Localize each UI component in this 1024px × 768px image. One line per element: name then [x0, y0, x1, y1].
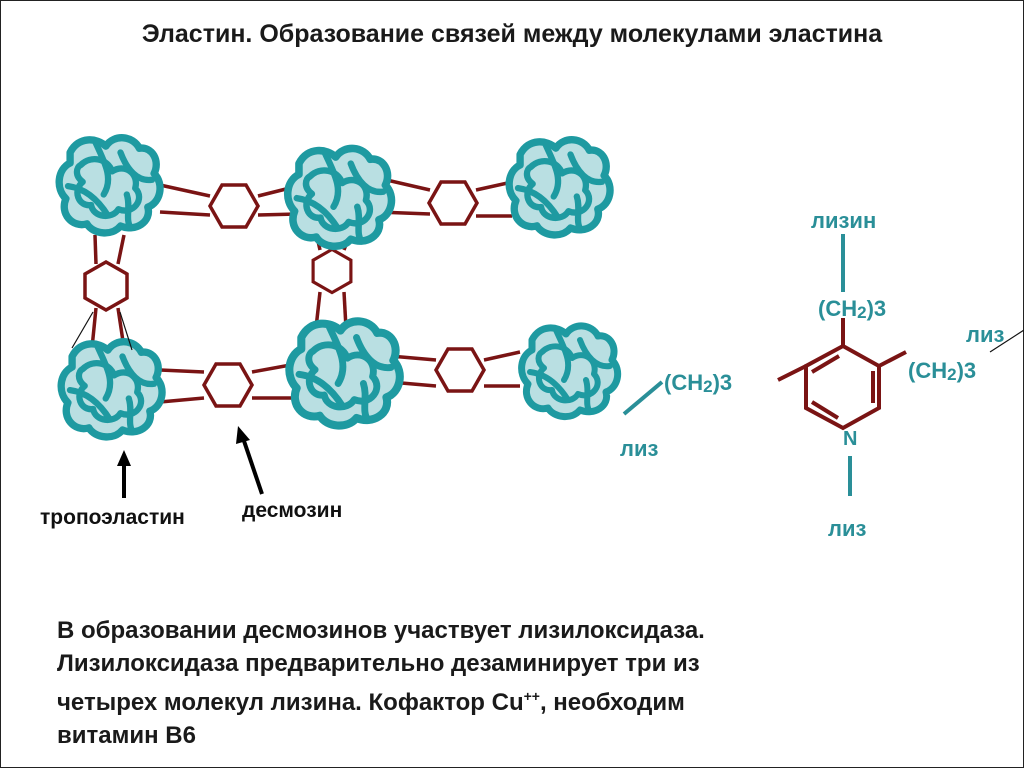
slide-title: Эластин. Образование связей между молеку…	[141, 20, 883, 48]
label-ch2-top: (CH2)3	[818, 296, 887, 322]
text-line-3: четырех молекул лизина. Кофактор Cu++, н…	[57, 688, 685, 716]
label-ch2-right: (CH2)3	[908, 358, 977, 384]
pyridinium-ring	[777, 318, 907, 431]
label-ch2-left: (CH2)3	[664, 370, 733, 396]
label-nitrogen: N	[843, 428, 858, 450]
desmosine-arrow	[236, 426, 264, 495]
explanation-text: В образовании десмозинов участвует лизил…	[57, 614, 957, 752]
label-lys-bottom: лиз	[828, 516, 867, 541]
text-line-4: витамин В6	[57, 722, 196, 749]
label-lys-left: лиз	[620, 436, 659, 461]
label-lys-right: лиз	[966, 322, 1005, 347]
structure-bonds	[622, 234, 852, 496]
label-lysine-top: лизин	[811, 208, 877, 233]
tropoelastin-arrow	[117, 450, 131, 498]
text-line-2: Лизилоксидаза предварительно дезаминируе…	[57, 650, 700, 677]
label-tropoelastin: тропоэластин	[40, 506, 185, 529]
text-line-1: В образовании десмозинов участвует лизил…	[57, 617, 705, 644]
label-desmosine: десмозин	[242, 499, 343, 522]
